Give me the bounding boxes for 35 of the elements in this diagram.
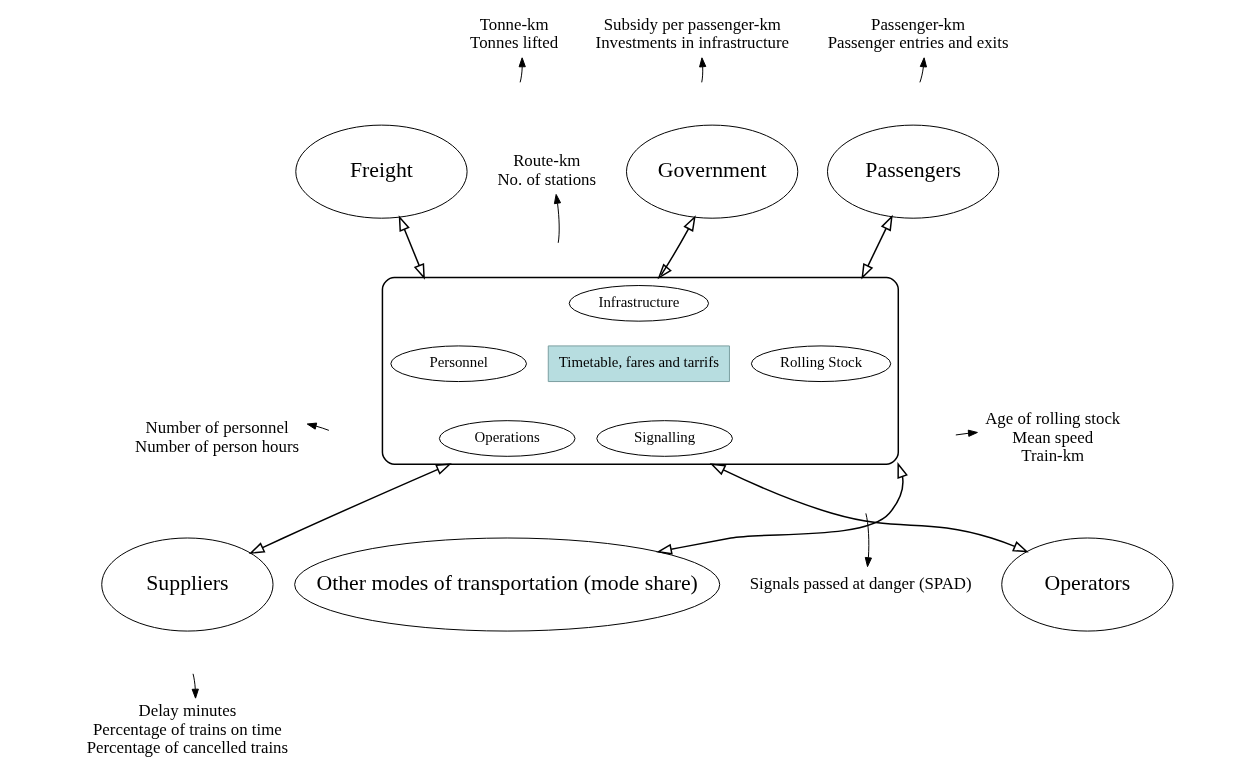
node-text: Age of rolling stock Mean speed Train-km	[985, 408, 1121, 466]
arrow	[553, 193, 562, 244]
node-text: Number of personnel Number of person hours	[135, 418, 300, 456]
node-ellipse: Freight	[295, 124, 468, 219]
node-ellipse: Operators	[1001, 537, 1174, 632]
node-ellipse: Government	[626, 124, 799, 219]
arrow	[955, 429, 978, 437]
arrow	[699, 57, 707, 83]
arrow	[657, 215, 696, 280]
cluster	[381, 276, 900, 465]
node-ellipse: Passengers	[827, 124, 1000, 219]
node-ellipse: Operations	[438, 420, 576, 457]
node-text: Tonne-km Tonnes lifted	[470, 14, 559, 53]
arrow	[864, 512, 872, 568]
arrow	[306, 422, 330, 431]
arrow	[919, 57, 927, 83]
arrow	[709, 463, 1029, 553]
node-box: Timetable, fares and tarrifs	[547, 345, 730, 383]
node-text: Delay minutes Percentage of trains on time Percentage of cancelled trains	[86, 700, 289, 758]
node-ellipse: Personnel	[390, 345, 527, 383]
node-ellipse: Infrastructure	[568, 285, 710, 322]
arrow	[518, 57, 526, 83]
arrow	[861, 214, 893, 280]
node-text: Signals passed at danger (SPAD)	[749, 573, 972, 593]
node-ellipse: Signalling	[596, 420, 733, 457]
node-text: Route-km No. of stations	[497, 151, 597, 190]
arrow	[398, 215, 425, 280]
node-ellipse: Other modes of transportation (mode share)	[294, 537, 721, 632]
arrow	[248, 463, 452, 555]
node-ellipse: Suppliers	[101, 537, 274, 632]
node-text: Subsidy per passenger-km Investments in infrastructure	[595, 14, 790, 53]
node-ellipse: Rolling Stock	[750, 345, 892, 383]
node-text: Passenger-km Passenger entries and exits	[827, 14, 1009, 53]
arrow	[656, 462, 908, 555]
arrow	[191, 673, 199, 699]
